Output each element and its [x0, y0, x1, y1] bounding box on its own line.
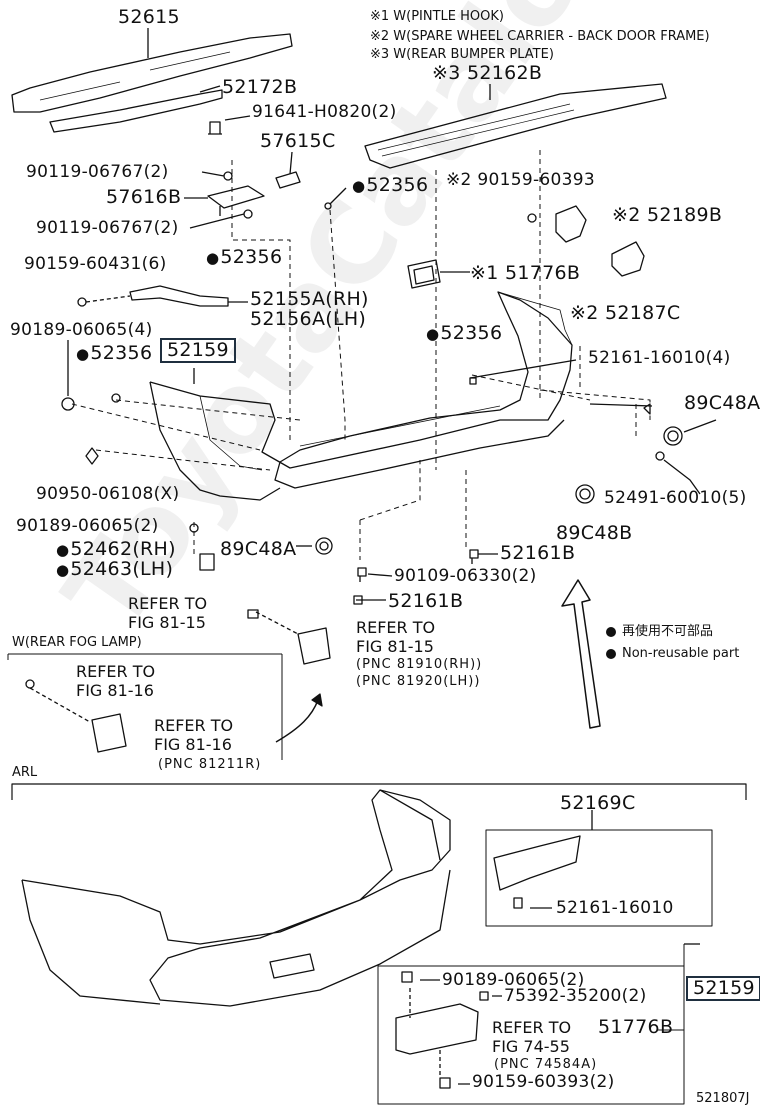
arl-part-label-75392[interactable]: 75392-35200(2) [504, 986, 647, 1006]
part-label-90119-a[interactable]: 90119-06767(2) [26, 162, 169, 182]
part-label-52356-d[interactable]: 52356 [426, 324, 502, 343]
bracket-52155a-shape [129, 285, 229, 307]
strip-52172b-shape [49, 89, 223, 133]
refer-fig-81-15-a[interactable]: REFER TO FIG 81-15 [128, 594, 208, 632]
part-label-51776b[interactable]: ※1 51776B [470, 262, 581, 284]
bolt-91641-shape [208, 121, 222, 135]
part-label-90159-60431[interactable]: 90159-60431(6) [24, 254, 167, 274]
bracket-52615-shape [11, 33, 293, 113]
part-label-52159[interactable]: 52159 [160, 338, 236, 363]
plate-52162b-shape [364, 83, 667, 169]
part-label-52161b-a[interactable]: 52161B [500, 542, 576, 564]
arl-part-label-52169c[interactable]: 52169C [560, 792, 636, 814]
arl-part-label-90189[interactable]: 90189-06065(2) [442, 970, 585, 990]
part-label-89c48b[interactable]: 89C48B [556, 522, 633, 544]
arl-part-label-51776b[interactable]: 51776B [598, 1016, 674, 1038]
part-label-89c48a-right[interactable]: 89C48A [684, 392, 760, 414]
part-label-90159-60393[interactable]: ※2 90159-60393 [446, 170, 595, 190]
bracket-57616b-shape [207, 185, 265, 216]
clip-57615c-shape [275, 171, 301, 189]
pnc-81211: (PNC 81211R) [158, 757, 262, 772]
part-label-52187c[interactable]: ※2 52187C [570, 302, 681, 324]
bracket-52189b-shape [555, 205, 587, 243]
arl-bumper-shape [21, 789, 451, 1007]
part-label-52161b-b[interactable]: 52161B [388, 590, 464, 612]
part-label-52491[interactable]: 52491-60010(5) [604, 488, 747, 508]
refer-fig-81-15-b[interactable]: REFER TO FIG 81-15 [356, 618, 436, 656]
note-pintle-hook: ※1 W(PINTLE HOOK) [370, 9, 504, 24]
direction-arrow-shape [561, 579, 601, 729]
part-label-52356-a[interactable]: 52356 [352, 176, 428, 195]
part-label-90189-b[interactable]: 90189-06065(2) [16, 516, 159, 536]
cover-51776b-arl-shape [395, 1003, 479, 1055]
part-label-57616b[interactable]: 57616B [106, 186, 182, 208]
part-label-52161-4[interactable]: 52161-16010(4) [588, 348, 731, 368]
part-label-52172b[interactable]: 52172B [222, 76, 298, 98]
part-label-52356-b[interactable]: 52356 [206, 248, 282, 267]
part-label-52356-c[interactable]: 52356 [76, 344, 152, 363]
arl-part-label-52161-16010[interactable]: 52161-16010 [556, 898, 674, 918]
part-label-57615c[interactable]: 57615C [260, 130, 336, 152]
fog-lamp-shape [91, 713, 127, 753]
figure-id: 521807J [696, 1091, 750, 1106]
pnc-81910: (PNC 81910(RH)) (PNC 81920(LH)) [356, 657, 483, 689]
arl-pnc-74584: (PNC 74584A) [494, 1057, 598, 1072]
part-label-52156a[interactable]: 52156A(LH) [250, 308, 367, 330]
part-label-90119-b[interactable]: 90119-06767(2) [36, 218, 179, 238]
bracket-52187c-shape [611, 241, 645, 277]
part-label-91641[interactable]: 91641-H0820(2) [252, 102, 397, 122]
rear-bumper-52159-shape [149, 291, 573, 489]
arl-part-label-90159[interactable]: 90159-60393(2) [472, 1072, 615, 1092]
refer-fig-81-16-b[interactable]: REFER TO FIG 81-16 [154, 716, 234, 754]
part-label-90109[interactable]: 90109-06330(2) [394, 566, 537, 586]
lamp-81910-shape [297, 627, 331, 665]
part-label-52189b[interactable]: ※2 52189B [612, 204, 723, 226]
arl-part-label-52159[interactable]: 52159 [686, 976, 760, 1001]
part-label-89c48a-left[interactable]: 89C48A [220, 538, 297, 560]
legend-en-text: Non-reusable part [622, 646, 740, 661]
part-label-52155a[interactable]: 52155A(RH) [250, 288, 369, 310]
refer-fig-81-16-a[interactable]: REFER TO FIG 81-16 [76, 662, 156, 700]
note-spare-wheel: ※2 W(SPARE WHEEL CARRIER - BACK DOOR FRA… [370, 29, 710, 44]
part-label-90950[interactable]: 90950-06108(X) [36, 484, 180, 504]
arl-header: ARL [12, 765, 38, 780]
moulding-52169c-shape [493, 835, 581, 891]
part-label-52463[interactable]: 52463(LH) [56, 560, 173, 579]
cover-51776b-shape [407, 259, 441, 289]
fog-lamp-header: W(REAR FOG LAMP) [12, 635, 142, 650]
part-label-90189-a[interactable]: 90189-06065(4) [10, 320, 153, 340]
note-bumper-plate: ※3 W(REAR BUMPER PLATE) [370, 47, 554, 62]
part-label-52615[interactable]: 52615 [118, 6, 180, 28]
arl-refer-fig-74-55[interactable]: REFER TO FIG 74-55 [492, 1018, 572, 1056]
part-label-52162b[interactable]: ※3 52162B [432, 62, 543, 84]
legend-jp-text: 再使用不可部品 [622, 624, 714, 639]
part-label-52462[interactable]: 52462(RH) [56, 540, 176, 559]
